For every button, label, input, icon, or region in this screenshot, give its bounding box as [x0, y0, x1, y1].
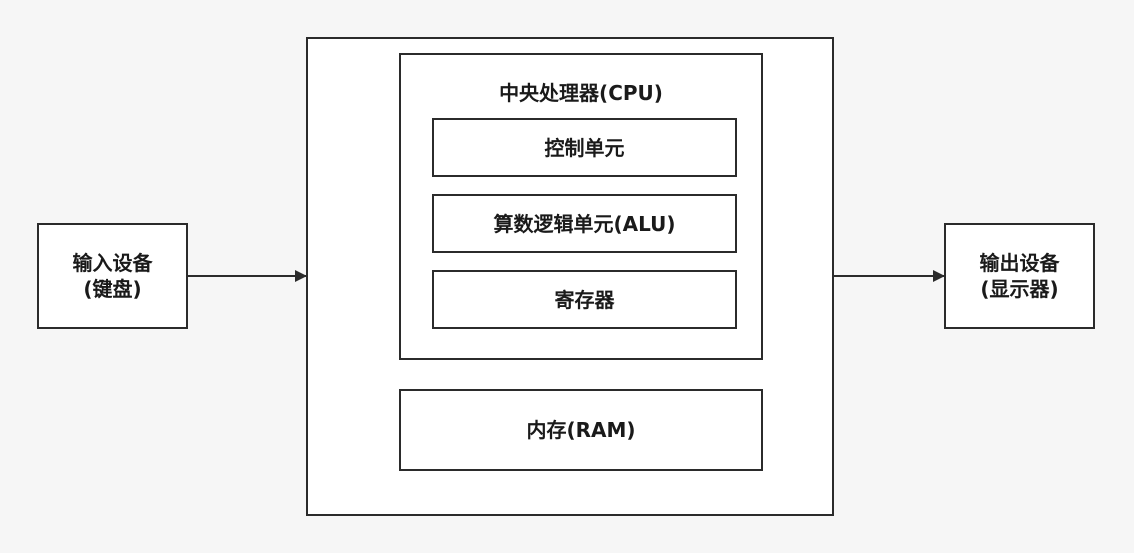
memory-label: 内存(RAM) [526, 418, 636, 442]
output-device-example: (显示器) [980, 277, 1059, 301]
output-device-name: 输出设备 [979, 251, 1060, 275]
alu-label: 算数逻辑单元(ALU) [493, 211, 676, 236]
alu-box: 算数逻辑单元(ALU) [432, 194, 737, 253]
registers-box: 寄存器 [432, 270, 737, 329]
output-device-box: 输出设备 (显示器) [944, 223, 1095, 329]
output-device-label: 输出设备 (显示器) [946, 225, 1093, 327]
input-device-name: 输入设备 [72, 251, 153, 275]
registers-label: 寄存器 [554, 287, 615, 312]
memory-box: 内存(RAM) [399, 389, 763, 471]
input-device-box: 输入设备 (键盘) [37, 223, 188, 329]
input-device-example: (键盘) [83, 277, 142, 301]
control-unit-label: 控制单元 [544, 135, 625, 160]
input-device-label: 输入设备 (键盘) [39, 225, 186, 327]
control-unit-box: 控制单元 [432, 118, 737, 177]
cpu-title: 中央处理器(CPU) [499, 81, 663, 105]
